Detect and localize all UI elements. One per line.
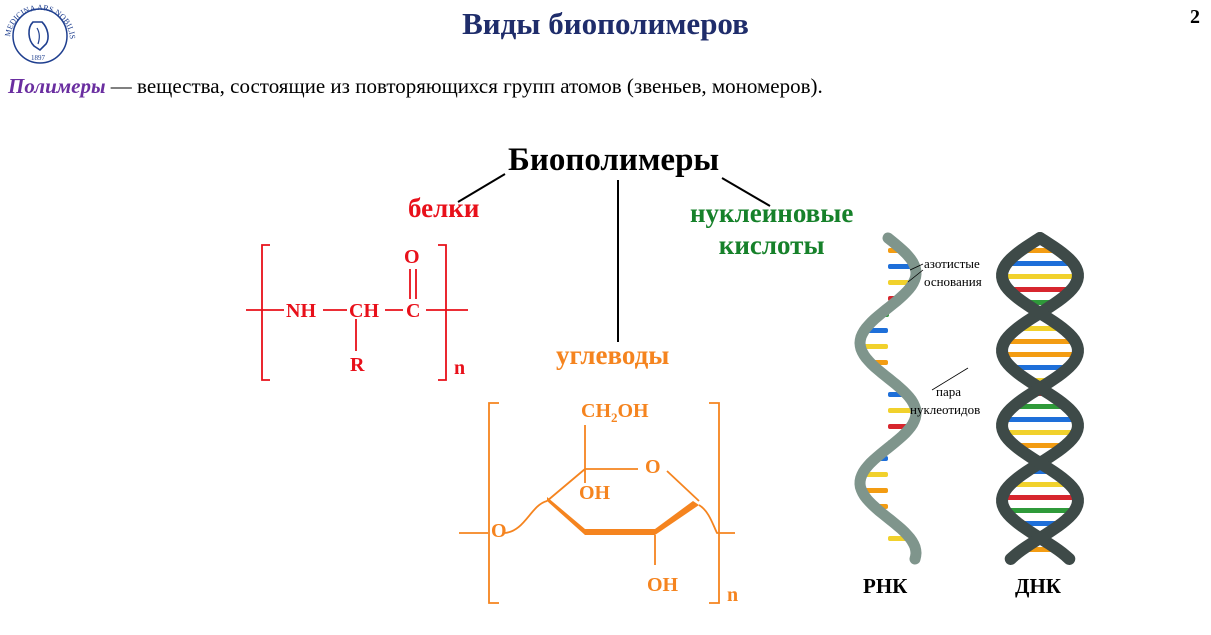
nucleotide-base <box>1012 482 1068 487</box>
protein-o: O <box>404 246 420 268</box>
nucleotide-base <box>1004 417 1076 422</box>
protein-ch: CH <box>349 300 379 322</box>
bases-pointer-1 <box>909 263 924 271</box>
nucleotide-base <box>888 264 914 269</box>
nucleic-label-line-1: нуклеиновые <box>690 198 854 228</box>
nucleic-label-line-2: кислоты <box>718 230 825 260</box>
connector-proteins <box>457 173 506 203</box>
nucleotide-base <box>1002 352 1078 357</box>
carb-oh-top: OH <box>579 482 611 504</box>
proteins-label: белки <box>408 193 480 223</box>
university-logo: MEDICINA ARS NOBILISSIMA 1897 <box>0 0 77 64</box>
protein-bracket-right <box>438 244 447 381</box>
nucleotide-base <box>863 472 888 477</box>
nucleotide-base <box>1008 261 1072 266</box>
helix-illustration: азотистые основания пара нуклеотидов <box>854 232 1084 565</box>
carbohydrate-formula: CH2OH O OH OH O n <box>459 400 738 606</box>
carbohydrates-label: углеводы <box>556 340 670 370</box>
nucleotide-base <box>860 344 888 349</box>
page-number: 2 <box>1190 6 1200 28</box>
nucleotide-base <box>1003 495 1077 500</box>
carb-ch2oh: CH2OH <box>581 400 649 425</box>
definition-term: Полимеры <box>8 74 106 98</box>
protein-nh: NH <box>286 300 316 322</box>
helix-backbone <box>996 232 1084 565</box>
rna-helix <box>854 232 922 565</box>
pair-label-line-1: пара <box>936 384 961 399</box>
nucleotide-base <box>1016 404 1064 409</box>
helix-backbone <box>996 232 1084 565</box>
bases-label-line-1: азотистые <box>924 256 980 271</box>
helix-backbone <box>854 232 922 565</box>
nucleotide-base <box>1006 339 1074 344</box>
bases-label-line-2: основания <box>924 274 982 289</box>
rna-label: РНК <box>863 574 908 598</box>
dna-helix <box>996 232 1084 565</box>
carb-n: n <box>727 584 738 606</box>
protein-bracket-left <box>261 244 270 381</box>
carb-link-oxygen: O <box>491 520 507 542</box>
polymer-definition: Полимеры — вещества, состоящие из повтор… <box>8 74 823 99</box>
carb-ring-wedge <box>547 497 699 535</box>
nucleotide-base <box>888 408 916 413</box>
pair-label-line-2: нуклеотидов <box>910 402 980 417</box>
slide-title: Виды биополимеров <box>462 6 749 41</box>
carb-oh-bottom: OH <box>647 574 679 596</box>
carb-ring-oxygen: O <box>645 456 661 478</box>
carb-bracket-right <box>709 402 720 604</box>
protein-c: C <box>406 300 420 322</box>
nucleic-acids-label: нуклеиновые кислоты <box>690 197 853 261</box>
protein-n: n <box>454 357 465 379</box>
carb-bracket-left <box>488 402 499 604</box>
definition-text: — вещества, состоящие из повторяющихся г… <box>105 74 823 98</box>
nucleotide-base <box>1003 508 1077 513</box>
nucleotide-base <box>1020 326 1060 331</box>
nucleotide-base <box>1002 430 1078 435</box>
connector-nucleic <box>721 177 771 207</box>
protein-r: R <box>350 354 365 376</box>
logo-year: 1897 <box>31 54 46 62</box>
nucleotide-base <box>1008 365 1072 370</box>
nucleotide-base <box>1006 287 1074 292</box>
dna-label: ДНК <box>1015 574 1062 598</box>
biopolymers-root-label: Биополимеры <box>508 142 720 178</box>
pair-pointer <box>931 367 969 391</box>
bases-pointer-2 <box>907 269 924 283</box>
nucleotide-base <box>1002 274 1078 279</box>
protein-formula: NH CH C O R n <box>246 244 468 381</box>
